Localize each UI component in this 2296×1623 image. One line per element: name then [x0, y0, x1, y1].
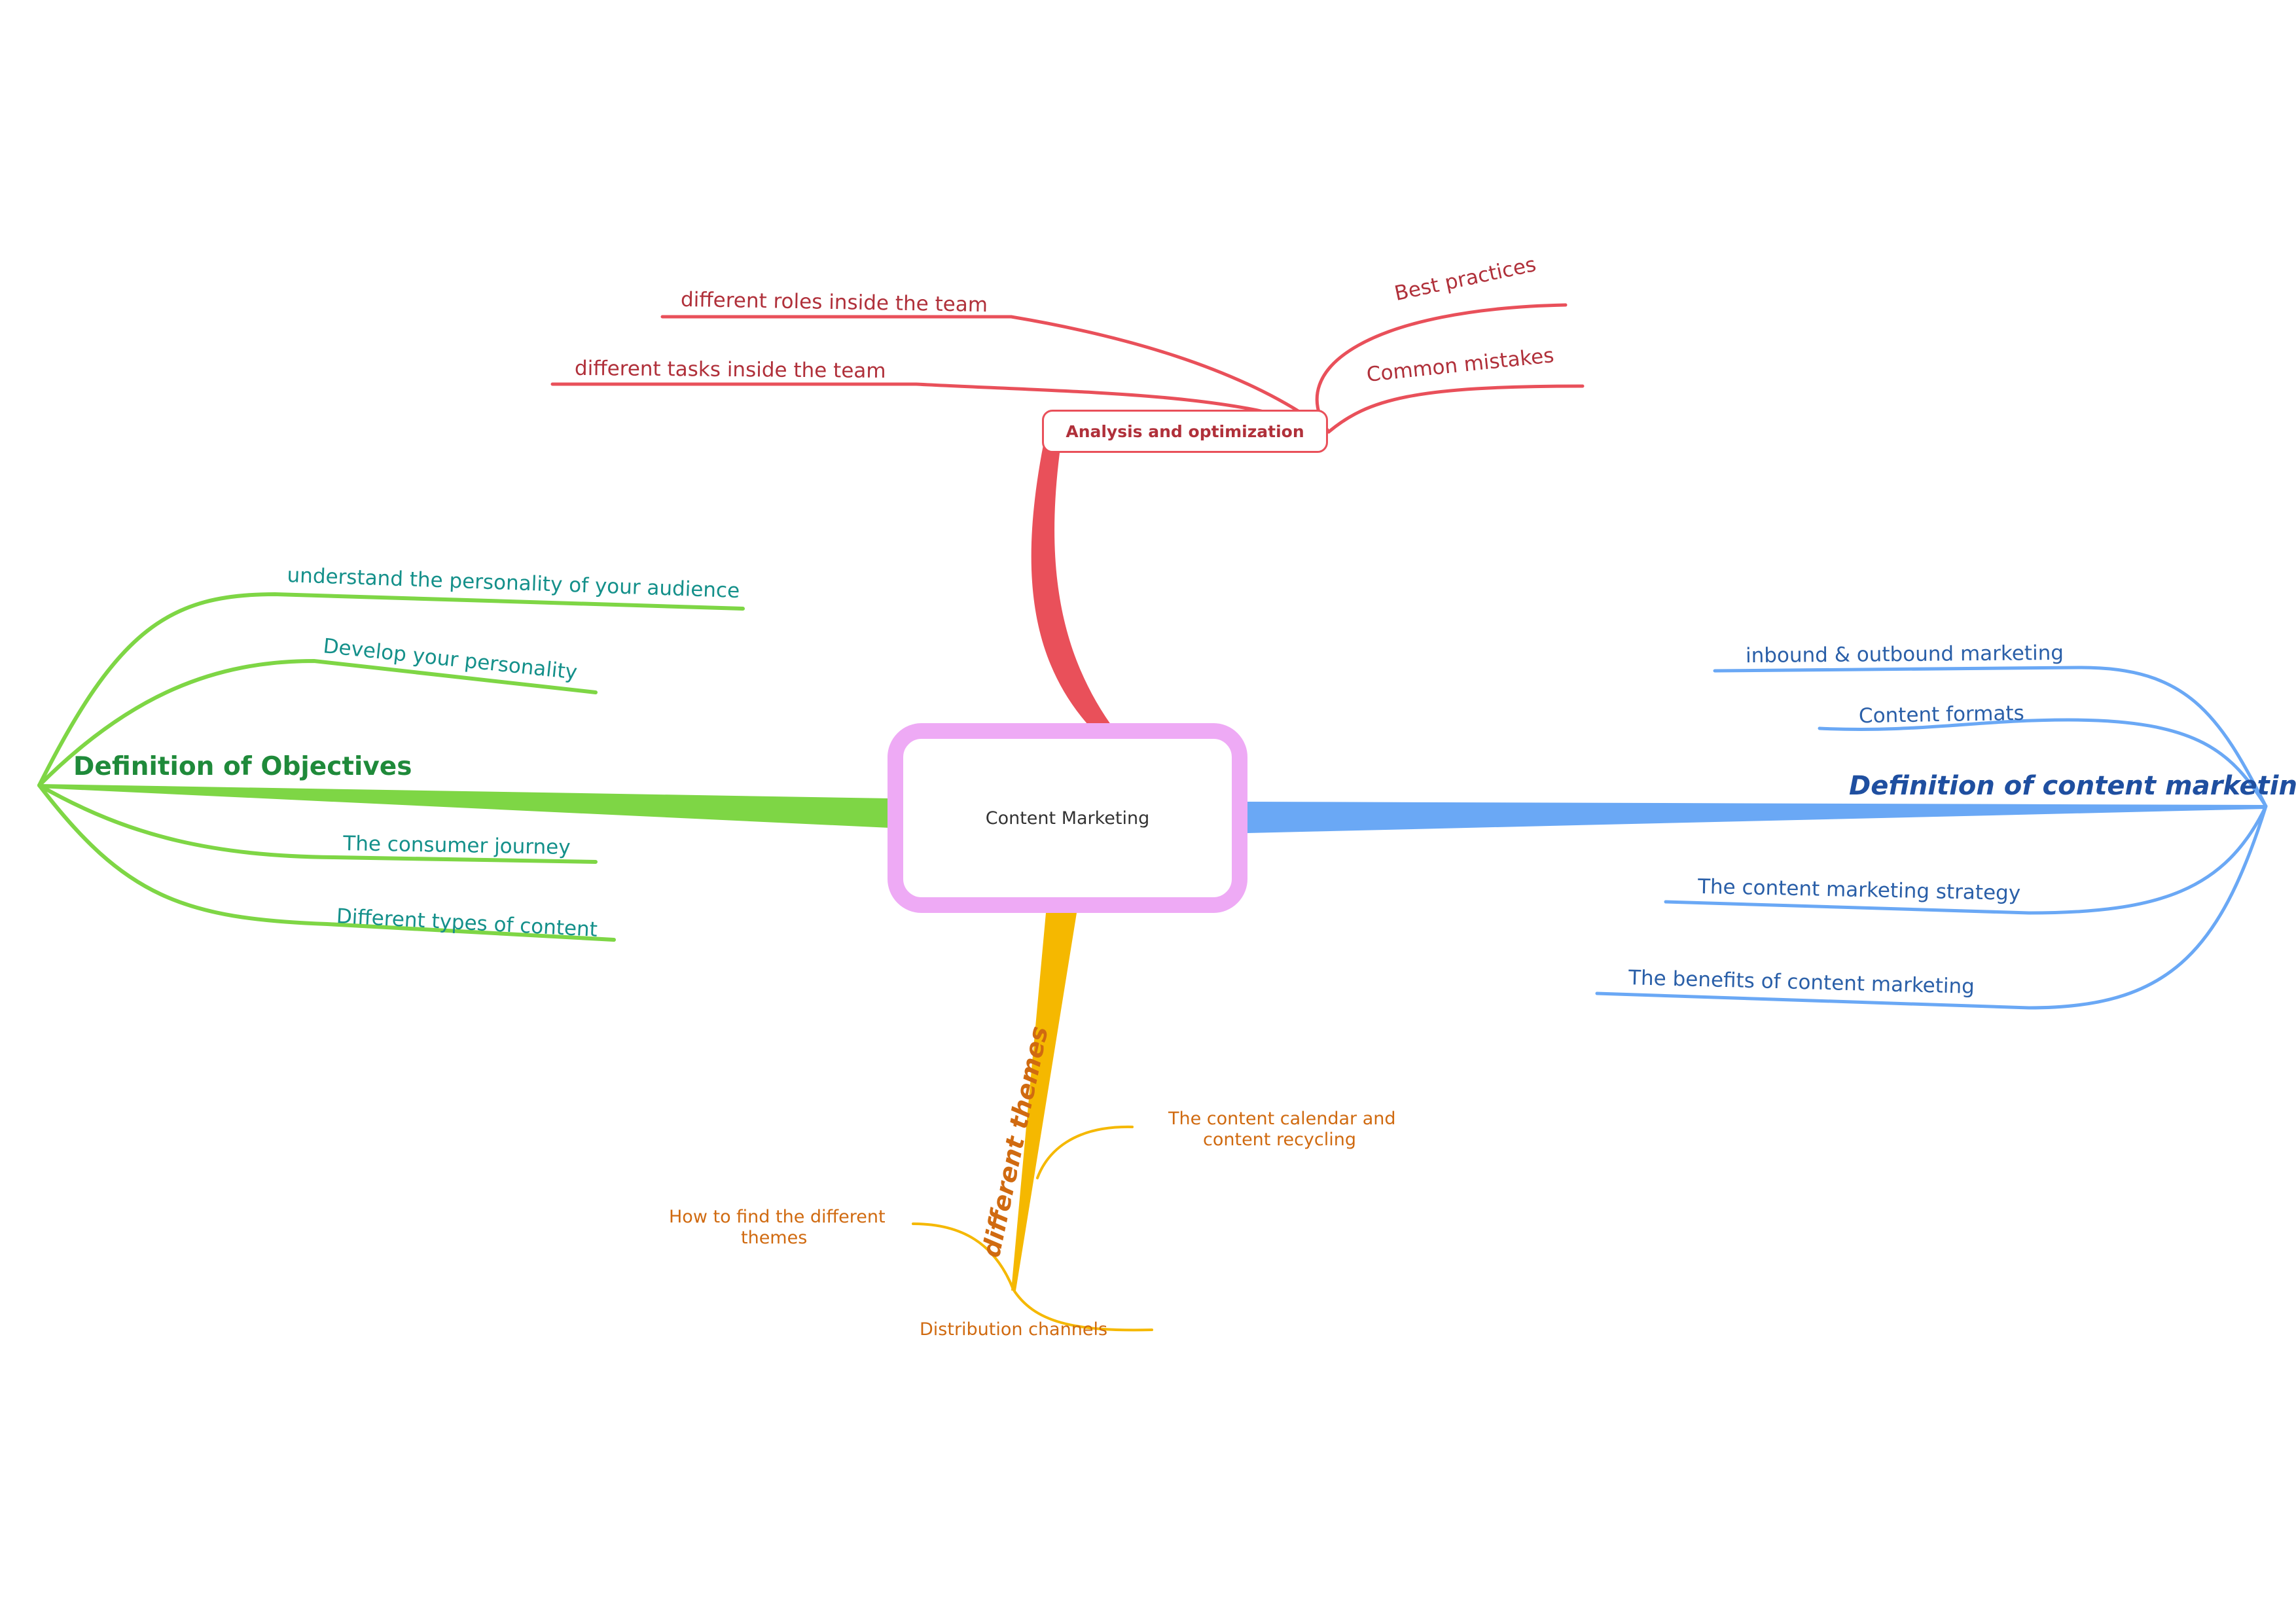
line-journey: [37, 783, 598, 864]
line-inbound: [1713, 666, 2268, 808]
line-benefits: [1595, 804, 2268, 1010]
line-audience: [37, 592, 745, 787]
line-best: [1315, 303, 1568, 434]
line-distribution: [1012, 1288, 1153, 1332]
line-personality: [37, 658, 598, 787]
topic-find-themes-line2[interactable]: themes: [741, 1228, 808, 1248]
line-find: [912, 1222, 1014, 1291]
line-calendar: [1036, 1125, 1134, 1179]
topic-content-calendar-line1[interactable]: The content calendar and: [1168, 1109, 1396, 1129]
topic-consumer-journey[interactable]: The consumer journey: [343, 832, 571, 860]
trunk-objectives: [39, 784, 890, 828]
trunk-content-marketing: [1247, 802, 2266, 833]
branch-themes-lines: [912, 913, 1153, 1332]
center-node[interactable]: [888, 723, 1247, 913]
branch-objectives-label[interactable]: Definition of Objectives: [73, 752, 412, 781]
line-formats: [1818, 718, 2268, 808]
topic-inbound-outbound[interactable]: inbound & outbound marketing: [1745, 641, 2064, 668]
topic-distribution-channels[interactable]: Distribution channels: [920, 1319, 1108, 1340]
topic-different-tasks[interactable]: different tasks inside the team: [574, 356, 886, 383]
branch-content-marketing-label[interactable]: Definition of content marketing: [1849, 771, 2296, 801]
analysis-node-label: Analysis and optimization: [1066, 421, 1304, 441]
line-mistakes: [1327, 384, 1585, 434]
center-node-label: Content Marketing: [985, 808, 1150, 829]
line-types: [37, 783, 616, 942]
topic-find-themes-line1[interactable]: How to find the different: [669, 1207, 886, 1227]
branch-content-marketing-lines: [1247, 666, 2268, 1010]
line-strategy: [1664, 804, 2268, 915]
branch-objectives-lines: [37, 592, 890, 942]
trunk-themes: [1011, 913, 1077, 1291]
analysis-node[interactable]: [1042, 410, 1328, 453]
topic-content-calendar-line2[interactable]: content recycling: [1203, 1130, 1356, 1150]
topic-content-formats[interactable]: Content formats: [1858, 701, 2025, 728]
line-roles: [660, 315, 1331, 434]
trunk-analysis: [1031, 425, 1116, 732]
